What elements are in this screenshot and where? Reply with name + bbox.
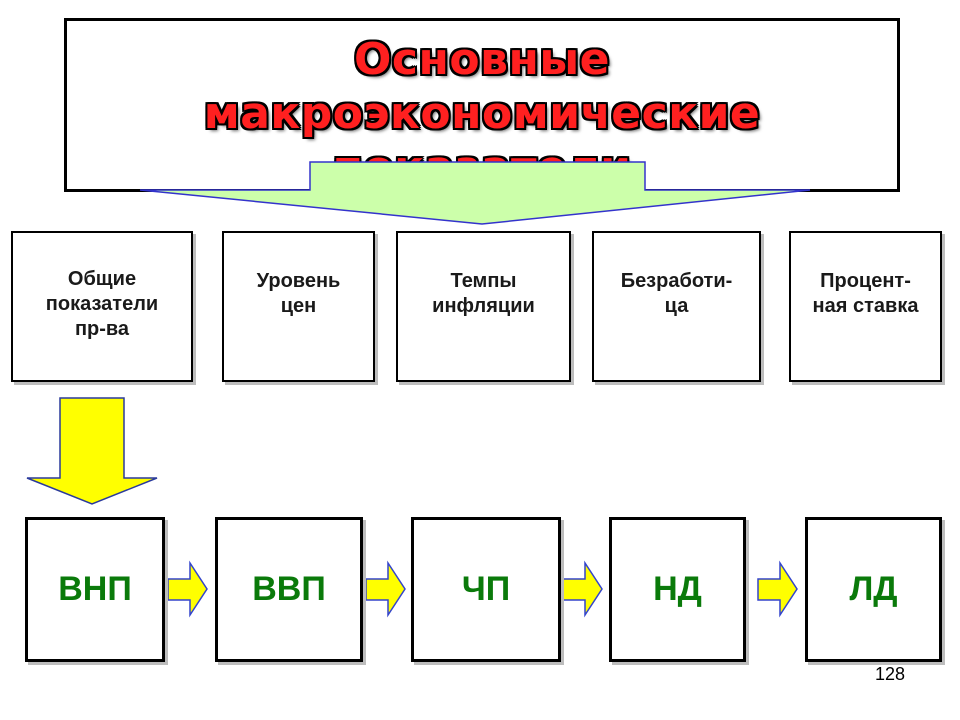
indicator-gdp: ВВП	[215, 517, 363, 662]
category-interest-rate: Процент- ная ставка	[789, 231, 942, 382]
indicator-np: ЧП	[411, 517, 561, 662]
indicator-ni: НД	[609, 517, 746, 662]
right-arrow-2	[365, 560, 406, 618]
right-arrow-1	[167, 560, 208, 618]
category-unemployment: Безработи- ца	[592, 231, 761, 382]
indicator-gnp: ВНП	[25, 517, 165, 662]
category-general-indicators: Общие показатели пр-ва	[11, 231, 193, 382]
indicator-pi: ЛД	[805, 517, 942, 662]
category-label: Процент- ная ставка	[812, 270, 919, 317]
title-line-1: Основные	[354, 34, 610, 85]
category-inflation-rate: Темпы инфляции	[396, 231, 571, 382]
category-label: Темпы инфляции	[432, 270, 535, 317]
category-label: Общие показатели пр-ва	[45, 268, 159, 340]
yellow-down-arrow	[26, 397, 158, 505]
right-arrow-4	[757, 560, 798, 618]
category-label: Уровень цен	[256, 270, 341, 317]
title-line-2: макроэкономические	[203, 88, 761, 139]
category-price-level: Уровень цен	[222, 231, 375, 382]
category-label: Безработи- ца	[620, 270, 733, 317]
title-down-arrow	[139, 161, 811, 225]
page-number: 128	[874, 664, 906, 684]
right-arrow-3	[562, 560, 603, 618]
